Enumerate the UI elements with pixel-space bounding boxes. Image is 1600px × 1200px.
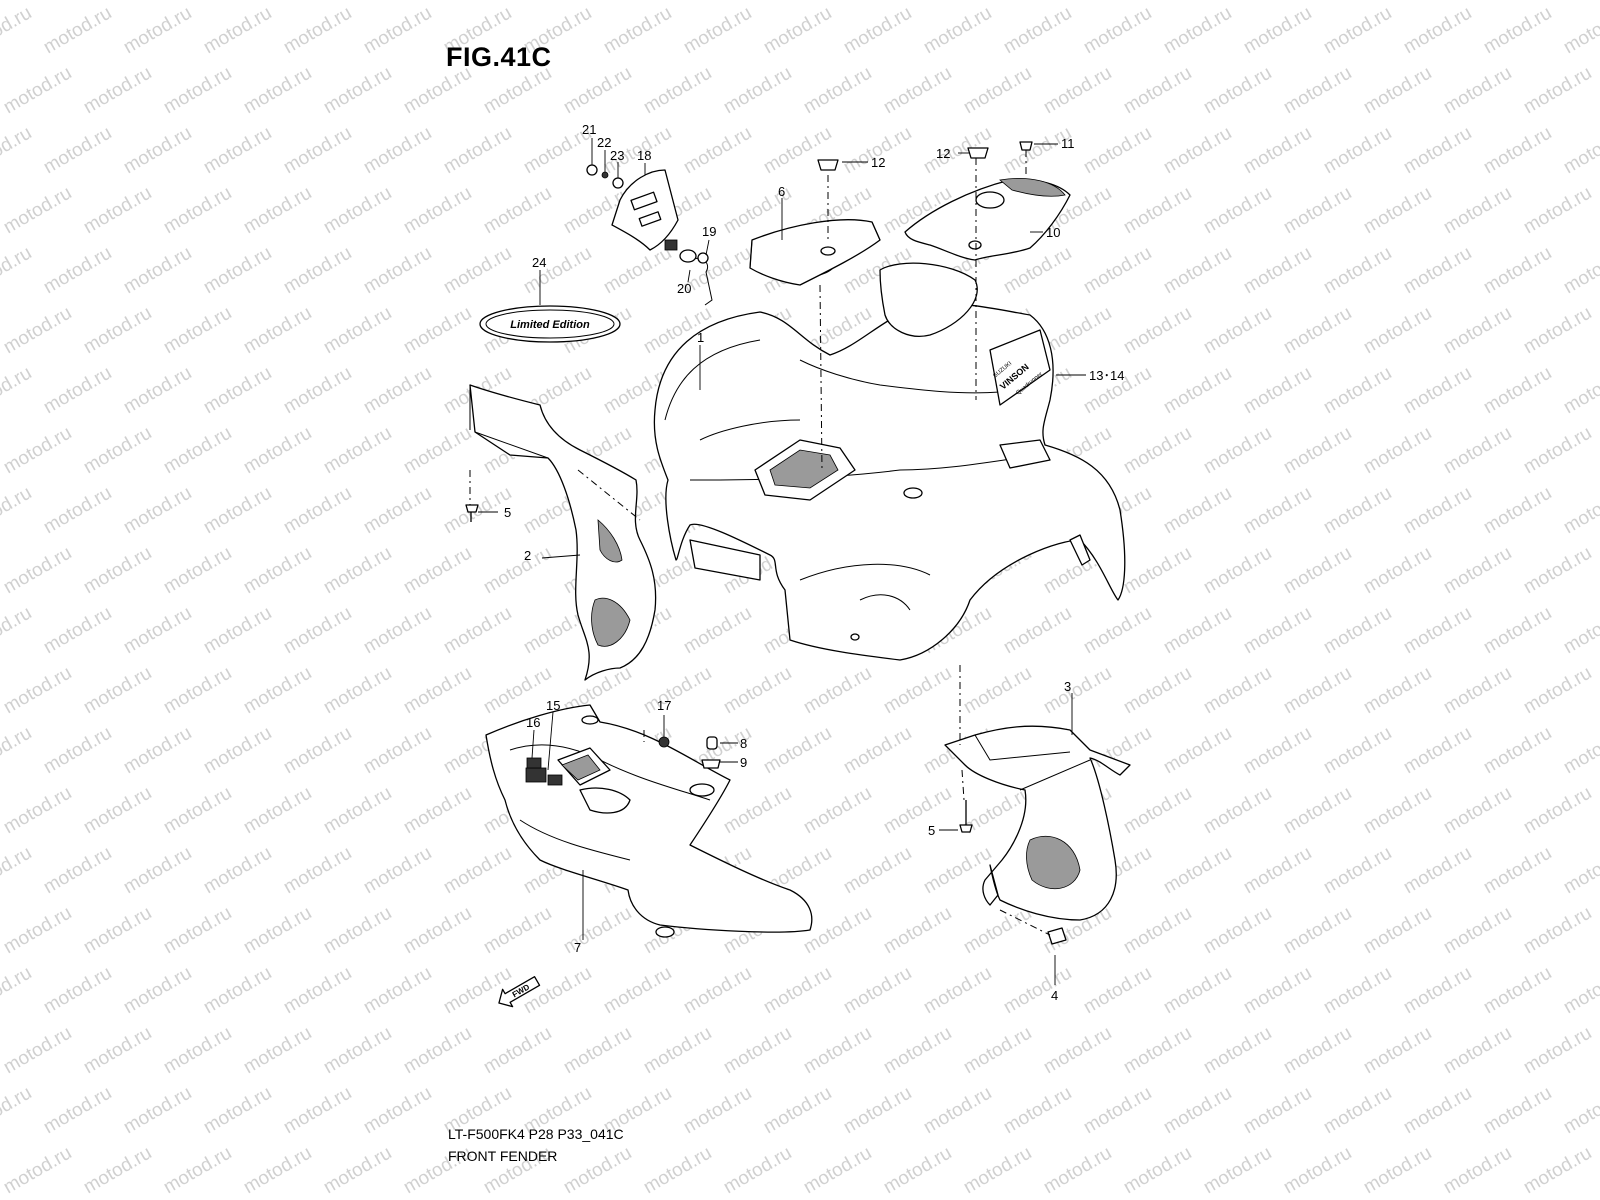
callout-2: 2 [524, 548, 531, 563]
bracket [611, 169, 679, 251]
leader-lines [478, 138, 1086, 985]
callout-18: 18 [637, 148, 651, 163]
callout-5-right: 5 [928, 823, 935, 838]
emblem-text: Limited Edition [510, 319, 590, 331]
callout-15: 15 [546, 698, 560, 713]
dash-cover [904, 177, 1071, 261]
bolt-21 [586, 164, 598, 176]
callout-13-14: 13･14 [1089, 368, 1124, 383]
callout-5-left: 5 [504, 505, 511, 520]
callout-9: 9 [740, 755, 747, 770]
callout-24: 24 [532, 255, 546, 270]
emblem-limited-edition: Limited Edition [479, 305, 621, 343]
front-fender-body: VINSON SUZUKI Quadrunner [653, 250, 1126, 661]
callout-22: 22 [597, 135, 611, 150]
callout-11: 11 [1061, 136, 1075, 151]
callout-1: 1 [697, 330, 704, 345]
callout-20: 20 [677, 281, 691, 296]
callout-4: 4 [1051, 988, 1058, 1003]
clip-16 [526, 757, 542, 769]
callout-12-right: 12 [936, 146, 950, 161]
callout-12-left: 12 [871, 155, 885, 170]
callout-10: 10 [1046, 225, 1060, 240]
nut-23 [612, 177, 624, 189]
callout-7: 7 [574, 940, 581, 955]
screw-12-left [817, 159, 839, 171]
cover-plate [749, 219, 881, 286]
callout-16: 16 [526, 715, 540, 730]
callout-17: 17 [657, 698, 671, 713]
callout-3: 3 [1064, 679, 1071, 694]
callout-8: 8 [740, 736, 747, 751]
screw-5-left [465, 504, 479, 522]
figure-caption: FRONT FENDER [448, 1148, 558, 1164]
callout-19: 19 [702, 224, 716, 239]
screw-12-right [967, 147, 989, 159]
clip-15 [547, 774, 563, 786]
bolt-4 [1047, 927, 1067, 945]
screw-5-right [959, 800, 973, 833]
callout-6: 6 [778, 184, 785, 199]
collar-8 [706, 736, 718, 750]
cushion-9 [701, 759, 721, 769]
fwd-arrow: FWD [498, 976, 541, 1008]
callout-21: 21 [582, 122, 596, 137]
figure-title: FIG.41C [446, 42, 552, 72]
grommet-20 [679, 249, 697, 263]
screw-11 [1019, 141, 1033, 151]
washer-22 [601, 171, 609, 179]
callout-labels: 1 2 3 4 5 5 6 7 8 9 10 11 12 12 13･14 15… [504, 122, 1124, 1003]
hardware [465, 141, 1067, 945]
callout-23: 23 [610, 148, 624, 163]
front-lower-cover [485, 704, 813, 938]
clamp-19 [689, 257, 713, 306]
mud-guard-left [469, 384, 657, 681]
mud-guard-right [944, 725, 1131, 921]
clip-17 [658, 736, 670, 748]
assembly-lines [469, 150, 1051, 936]
figure-code: LT-F500FK4 P28 P33_041C [448, 1126, 624, 1142]
